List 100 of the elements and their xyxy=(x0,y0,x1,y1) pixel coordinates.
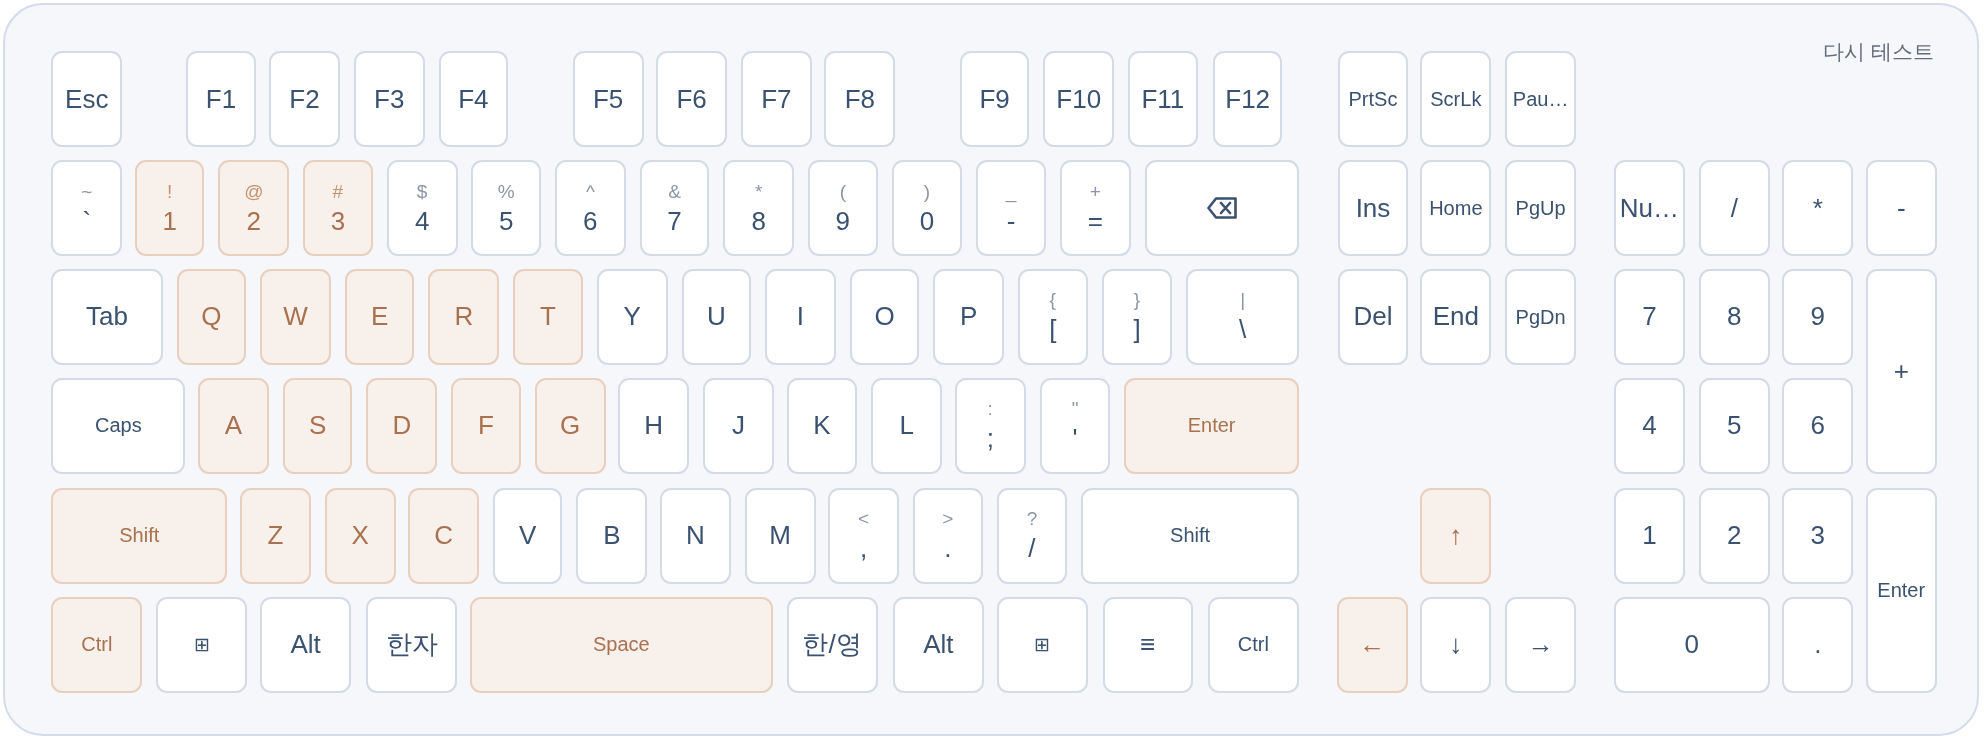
key-label: W xyxy=(283,303,308,331)
key-label: PrtSc xyxy=(1348,88,1398,110)
keyboard-key xyxy=(596,269,668,366)
key-label: 3 xyxy=(330,207,346,235)
key-label: 5 xyxy=(498,207,514,235)
keyboard-key xyxy=(1420,51,1492,148)
keyboard-key xyxy=(344,269,415,366)
keyboard-key xyxy=(786,596,878,693)
key-label: P xyxy=(960,303,978,331)
key-label: F11 xyxy=(1141,85,1185,114)
keyboard-key xyxy=(1782,377,1854,474)
shift-symbol: # xyxy=(332,181,344,202)
key-label: PgUp xyxy=(1515,197,1566,219)
keyboard-key xyxy=(744,487,816,585)
keyboard-key xyxy=(239,487,311,585)
keyboard-key xyxy=(185,51,257,148)
key-label: ` xyxy=(82,207,92,235)
keyboard-key xyxy=(1782,269,1854,366)
key-label: C xyxy=(434,522,453,550)
keyboard-key xyxy=(438,51,509,148)
shift-symbol: { xyxy=(1049,290,1056,311)
keyboard-key xyxy=(1505,596,1577,693)
keyboard-key xyxy=(681,269,752,366)
key-label: F8 xyxy=(844,85,875,114)
keyboard-key xyxy=(269,51,340,148)
keyboard-key xyxy=(723,160,795,257)
key-label: ; xyxy=(986,425,994,453)
keyboard-key xyxy=(1420,487,1492,585)
keyboard-key xyxy=(303,160,373,257)
key-label: 0 xyxy=(919,207,935,235)
keyboard-key xyxy=(1865,487,1937,693)
shift-symbol: % xyxy=(497,181,515,202)
keyboard-key xyxy=(51,487,228,585)
keyboard-key xyxy=(492,487,563,585)
keyboard-key xyxy=(1865,160,1937,257)
key-label: Q xyxy=(201,303,222,331)
key-label: 2 xyxy=(1727,522,1742,550)
key-label: ScrLk xyxy=(1430,88,1482,110)
key-label: 7 xyxy=(1642,303,1657,331)
key-label: ⊞ xyxy=(1034,634,1050,655)
key-label: F12 xyxy=(1225,85,1271,114)
keyboard-key xyxy=(451,377,521,474)
key-label: Ctrl xyxy=(1237,634,1269,656)
keyboard-key xyxy=(891,160,963,257)
key-label: Shift xyxy=(119,525,160,547)
key-label: Nu… xyxy=(1619,194,1680,222)
key-label: H xyxy=(644,412,663,440)
keyboard-key xyxy=(959,51,1030,148)
keyboard-key xyxy=(1614,487,1685,585)
keyboard-key xyxy=(1018,269,1088,366)
keyboard-key xyxy=(198,377,269,474)
key-label: Home xyxy=(1429,197,1483,219)
keyboard-key xyxy=(824,51,896,148)
keyboard-key xyxy=(1505,51,1577,148)
shift-symbol: ) xyxy=(923,181,931,202)
key-label: F1 xyxy=(205,85,237,114)
key-label: . xyxy=(1814,631,1822,659)
keyboard-key xyxy=(1614,377,1685,474)
key-label: A xyxy=(224,412,243,440)
keyboard-key xyxy=(1336,596,1408,693)
keyboard-key xyxy=(470,596,773,693)
keyboard-key xyxy=(572,51,644,148)
keyboard-key xyxy=(513,269,583,366)
keyboard-key xyxy=(1782,596,1854,693)
keyboard-key xyxy=(51,51,123,148)
key-label: U xyxy=(706,303,726,331)
key-label: [ xyxy=(1049,316,1057,344)
keyboard-key xyxy=(871,377,943,474)
key-label: 8 xyxy=(1727,303,1742,331)
key-label: Alt xyxy=(923,631,954,659)
key-label: Tab xyxy=(86,303,128,331)
keyboard-key xyxy=(260,596,352,693)
keyboard-key xyxy=(1039,377,1111,474)
key-label: + xyxy=(1893,357,1909,386)
keyboard-key xyxy=(1865,269,1937,474)
keyboard-key xyxy=(1102,596,1193,693)
keyboard-key xyxy=(1043,51,1115,148)
keyboard-key xyxy=(954,377,1026,474)
keyboard-key xyxy=(1212,51,1283,148)
keyboard-key xyxy=(1782,487,1854,585)
key-label: F2 xyxy=(289,85,320,114)
key-label: 1 xyxy=(162,207,177,235)
keyboard-key xyxy=(1420,596,1492,693)
shift-symbol: * xyxy=(754,181,763,202)
keyboard-key xyxy=(1614,160,1685,257)
keyboard-key xyxy=(996,596,1088,693)
key-label: R xyxy=(454,303,474,331)
keyboard-key xyxy=(1614,596,1770,693)
shift-symbol: ? xyxy=(1026,509,1038,530)
key-label: G xyxy=(560,412,581,440)
keyboard-key xyxy=(849,269,920,366)
shift-symbol: | xyxy=(1240,290,1246,311)
keyboard-key xyxy=(353,51,425,148)
keyboard-key xyxy=(1101,269,1173,366)
key-label: F9 xyxy=(979,85,1010,114)
key-label: - xyxy=(1006,207,1016,235)
keyboard-key xyxy=(1505,269,1577,366)
keyboard-key xyxy=(260,269,331,366)
key-label: O xyxy=(874,303,895,331)
key-label: Alt xyxy=(290,631,321,659)
